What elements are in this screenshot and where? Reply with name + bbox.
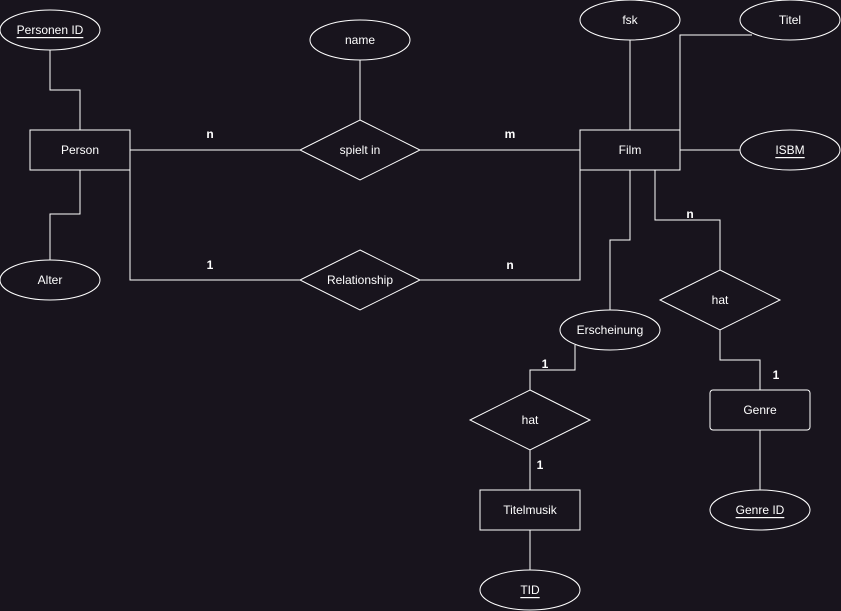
cardinality-film-relationship: n xyxy=(506,258,513,272)
edge-film-erscheinung xyxy=(609,170,631,310)
relationship-hat-genre[interactable]: hat xyxy=(658,269,782,331)
attribute-erscheinung-label: Erscheinung xyxy=(577,323,644,337)
edge-person-alter xyxy=(49,170,81,260)
attribute-fsk[interactable]: fsk xyxy=(579,0,681,41)
relationship-spielt-in[interactable]: spielt in xyxy=(298,119,422,181)
relationship-hat-genre-label: hat xyxy=(712,293,729,307)
entity-person[interactable]: Person xyxy=(29,129,131,171)
attribute-fsk-label: fsk xyxy=(622,13,638,27)
attribute-name-label: name xyxy=(345,33,375,47)
relationship-hat-musik[interactable]: hat xyxy=(468,389,592,451)
edge-hat-genre xyxy=(719,330,761,390)
edge-relationship-film xyxy=(420,170,581,281)
attribute-genre-id[interactable]: Genre ID xyxy=(709,489,811,531)
attribute-titel[interactable]: Titel xyxy=(739,0,841,41)
cardinality-person-relationship: 1 xyxy=(207,258,214,272)
cardinality-person-spielt-in: n xyxy=(206,127,213,141)
attribute-titel-label: Titel xyxy=(779,13,801,27)
attribute-genre-id-label: Genre ID xyxy=(736,503,785,517)
entity-titelmusik[interactable]: Titelmusik xyxy=(479,489,581,531)
entity-film-label: Film xyxy=(619,143,642,157)
edge-film-titel xyxy=(679,34,752,130)
attribute-tid[interactable]: TID xyxy=(479,569,581,611)
attribute-alter[interactable]: Alter xyxy=(0,259,101,301)
relationship-relationship-label: Relationship xyxy=(327,273,393,287)
attribute-personen-id[interactable]: Personen ID xyxy=(0,9,101,51)
cardinalities: n m 1 n n 1 1 1 xyxy=(206,127,779,472)
cardinality-titelmusik-hat: 1 xyxy=(537,458,544,472)
attribute-name[interactable]: name xyxy=(309,19,411,61)
relationship-hat-musik-label: hat xyxy=(522,413,539,427)
cardinality-erscheinung-hat: 1 xyxy=(542,357,549,371)
attribute-personen-id-label: Personen ID xyxy=(17,23,84,37)
entity-film[interactable]: Film xyxy=(579,129,681,171)
cardinality-genre-hat: 1 xyxy=(773,368,780,382)
cardinality-film-hat-genre: n xyxy=(686,207,693,221)
entity-genre-label: Genre xyxy=(743,403,777,417)
attribute-tid-label: TID xyxy=(520,583,540,597)
cardinality-film-spielt-in: m xyxy=(505,127,516,141)
edge-person-relationship xyxy=(129,170,300,281)
attribute-isbm-label: ISBM xyxy=(775,143,804,157)
attribute-erscheinung[interactable]: Erscheinung xyxy=(559,309,661,351)
connectors xyxy=(49,34,761,570)
edge-person-personen-id xyxy=(49,45,81,130)
entity-genre[interactable]: Genre xyxy=(709,389,811,431)
relationship-spielt-in-label: spielt in xyxy=(340,143,381,157)
relationship-relationship[interactable]: Relationship xyxy=(298,249,422,311)
attribute-isbm[interactable]: ISBM xyxy=(739,129,841,171)
edge-film-hat-genre xyxy=(654,170,721,270)
edge-erscheinung-hat xyxy=(529,345,576,390)
entity-titelmusik-label: Titelmusik xyxy=(503,503,558,517)
entity-person-label: Person xyxy=(61,143,99,157)
attribute-alter-label: Alter xyxy=(38,273,63,287)
